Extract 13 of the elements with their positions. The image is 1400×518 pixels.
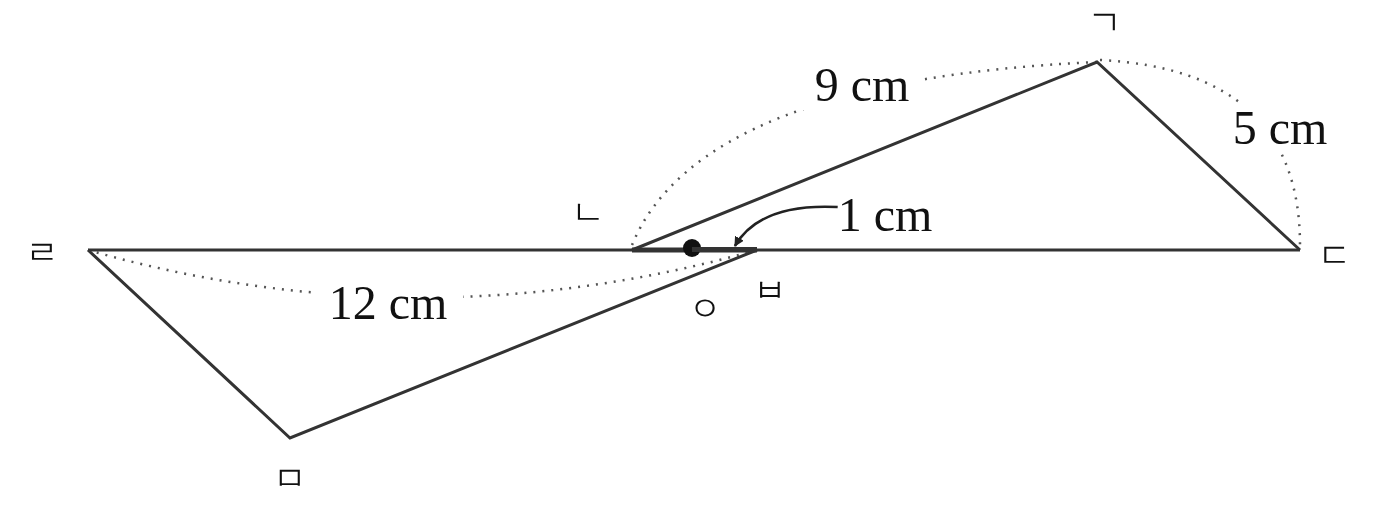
point-label: ㄱ <box>1088 5 1122 39</box>
point-label: ㅂ <box>753 273 787 307</box>
length-label: 12 cm <box>327 279 449 327</box>
length-label: 9 cm <box>813 61 911 109</box>
point-label: ㅁ <box>273 461 307 495</box>
point-label: ㅇ <box>688 291 722 325</box>
point-label: ㄴ <box>571 195 605 229</box>
point-label: ㄷ <box>1318 238 1352 272</box>
line-segment <box>692 247 757 252</box>
leader-arrow <box>733 205 838 247</box>
point-label: ㄹ <box>25 235 59 269</box>
length-label: 1 cm <box>833 191 937 239</box>
length-label: 5 cm <box>1231 104 1329 152</box>
